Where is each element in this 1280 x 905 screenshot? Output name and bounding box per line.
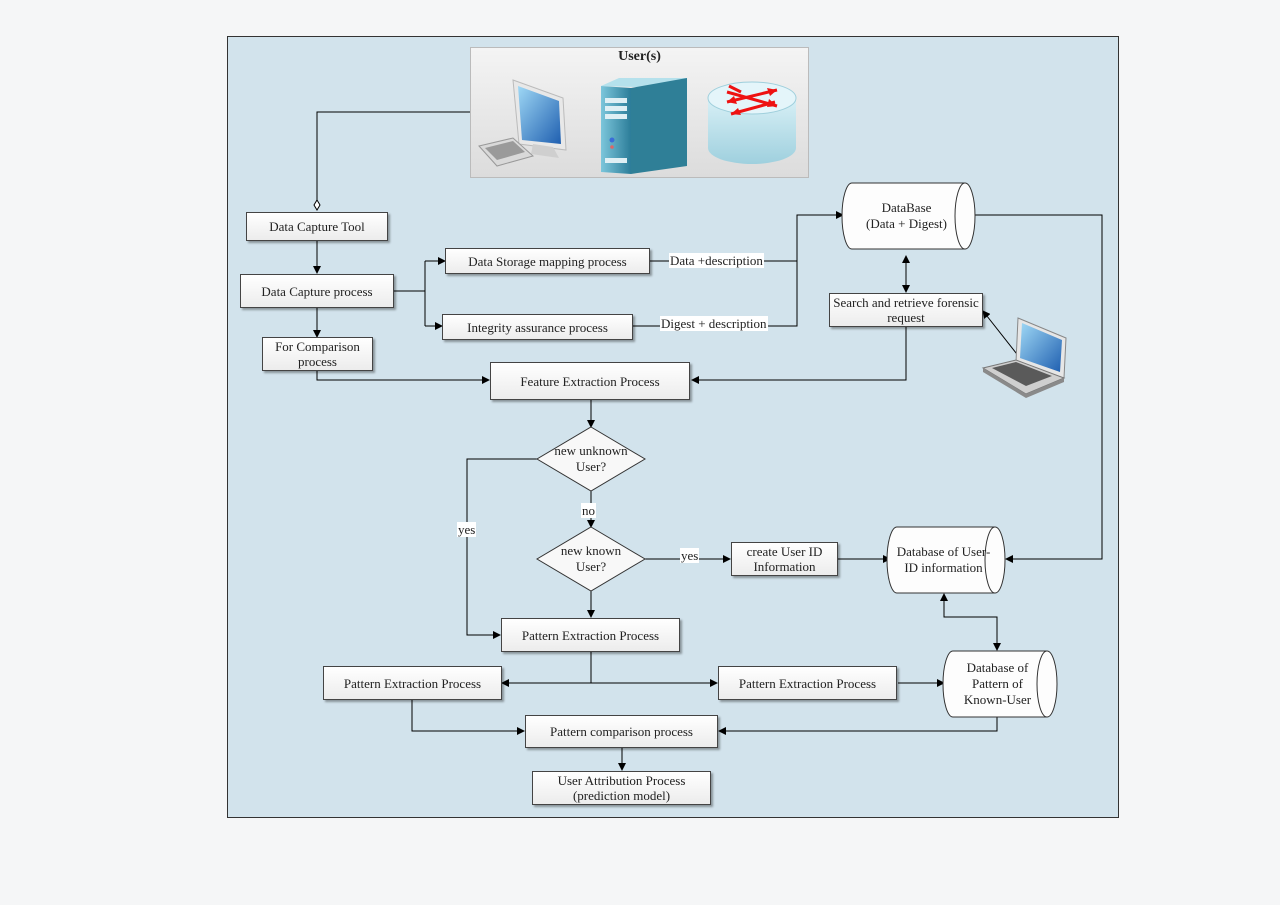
pattern-comparison-box: Pattern comparison process	[525, 715, 718, 748]
database-known-user: Database of Pattern of Known-User	[963, 660, 1032, 707]
user-attribution-box: User Attribution Process (prediction mod…	[532, 771, 711, 805]
database-data-digest-shape	[841, 182, 976, 250]
edge-label-yes-right: yes	[680, 548, 700, 563]
data-storage-mapping-box: Data Storage mapping process	[445, 248, 650, 274]
database-known-user-shape	[942, 650, 1058, 718]
create-user-id-box: create User ID Information	[731, 542, 838, 576]
search-retrieve-box: Search and retrieve forensic request	[829, 293, 983, 327]
users-panel: User(s)	[470, 47, 809, 178]
database-data-digest-line2: (Data + Digest)	[866, 216, 947, 231]
edge-label-yes-left: yes	[457, 522, 477, 537]
router-icon	[707, 81, 797, 164]
database-user-id: Database of User-ID information	[896, 544, 991, 575]
database-data-digest: DataBase (Data + Digest)	[848, 183, 965, 249]
data-capture-process-box: Data Capture process	[240, 274, 394, 308]
integrity-assurance-box: Integrity assurance process	[442, 314, 633, 340]
decision-new-known-user-label: new known User?	[560, 543, 622, 574]
laptop-icon	[981, 317, 1067, 398]
user-attribution-line2: (prediction model)	[572, 788, 671, 803]
feature-extraction-box: Feature Extraction Process	[490, 362, 690, 400]
decision-new-known-user	[536, 526, 646, 592]
for-comparison-box: For Comparison process	[262, 337, 373, 371]
server-tower-icon	[601, 78, 687, 174]
edge-label-digest-description: Digest + description	[660, 316, 768, 331]
desktop-computer-icon	[478, 79, 567, 167]
database-user-id-shape	[886, 526, 1006, 594]
pattern-extraction-right-box: Pattern Extraction Process	[718, 666, 897, 700]
pattern-extraction-box: Pattern Extraction Process	[501, 618, 680, 652]
user-attribution-line1: User Attribution Process	[557, 773, 686, 788]
database-data-digest-line1: DataBase	[881, 200, 932, 215]
decision-new-unknown-user-label: new unknown User?	[554, 443, 628, 474]
edge-label-no: no	[581, 503, 596, 518]
pattern-extraction-left-box: Pattern Extraction Process	[323, 666, 502, 700]
edge-label-data-description: Data +description	[669, 253, 764, 268]
users-title: User(s)	[618, 49, 661, 64]
decision-new-unknown-user	[536, 426, 646, 492]
data-capture-tool-box: Data Capture Tool	[246, 212, 388, 241]
